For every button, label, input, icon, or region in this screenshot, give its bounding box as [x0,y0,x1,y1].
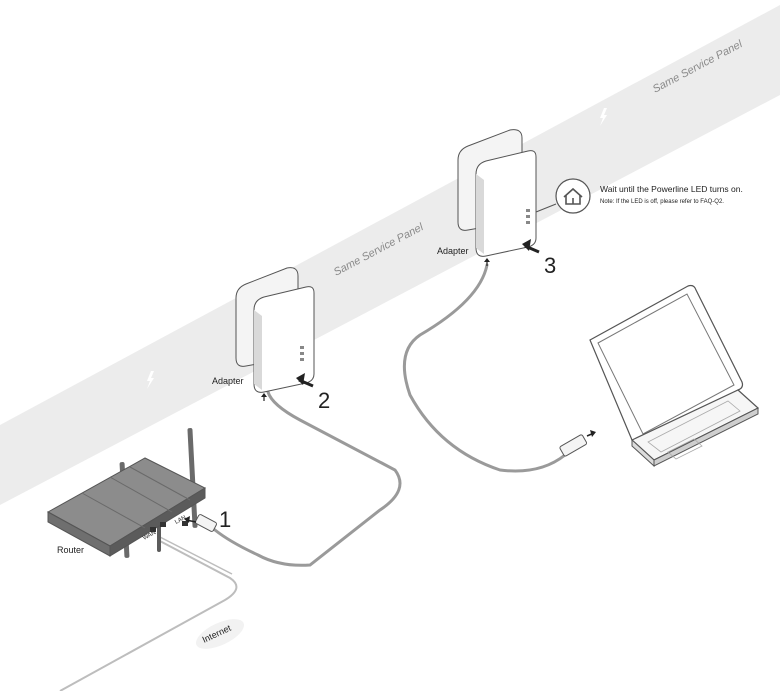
callout-main-text: Wait until the Powerline LED turns on. [600,184,743,194]
laptop-ethernet-plug [559,430,596,457]
router-antenna [187,428,198,528]
step-number-2: 2 [318,388,330,413]
router-port-wan: WAN [142,530,157,542]
cable-adapter2-to-laptop [402,263,567,473]
internet-cable [59,535,238,691]
step-number-3: 3 [544,253,556,278]
cable-router-to-adapter1 [213,390,402,567]
lightning-bolt-icon [600,108,607,126]
step-arrow-3 [522,239,540,254]
callout-note-text: Note: If the LED is off, please refer to… [600,199,724,205]
step-number-1: 1 [219,507,231,532]
adapter-1: Adapter [212,267,315,401]
adapter-1-label: Adapter [212,376,244,386]
router-ethernet-plug [184,514,217,532]
step-arrow-2 [296,373,314,388]
router-port-lan: LAN [174,515,187,526]
ethernet-cables [213,263,567,567]
internet-cloud: Internet [195,619,245,649]
laptop [589,284,760,468]
router-label: Router [57,545,84,555]
house-icon [563,187,583,205]
powerline-led-callout: Wait until the Powerline LED turns on. N… [535,178,743,214]
adapter-2: Adapter [437,129,537,266]
adapter-2-label: Adapter [437,246,469,256]
lightning-bolt-icon [147,371,154,389]
router: WAN LAN Router [46,428,207,558]
